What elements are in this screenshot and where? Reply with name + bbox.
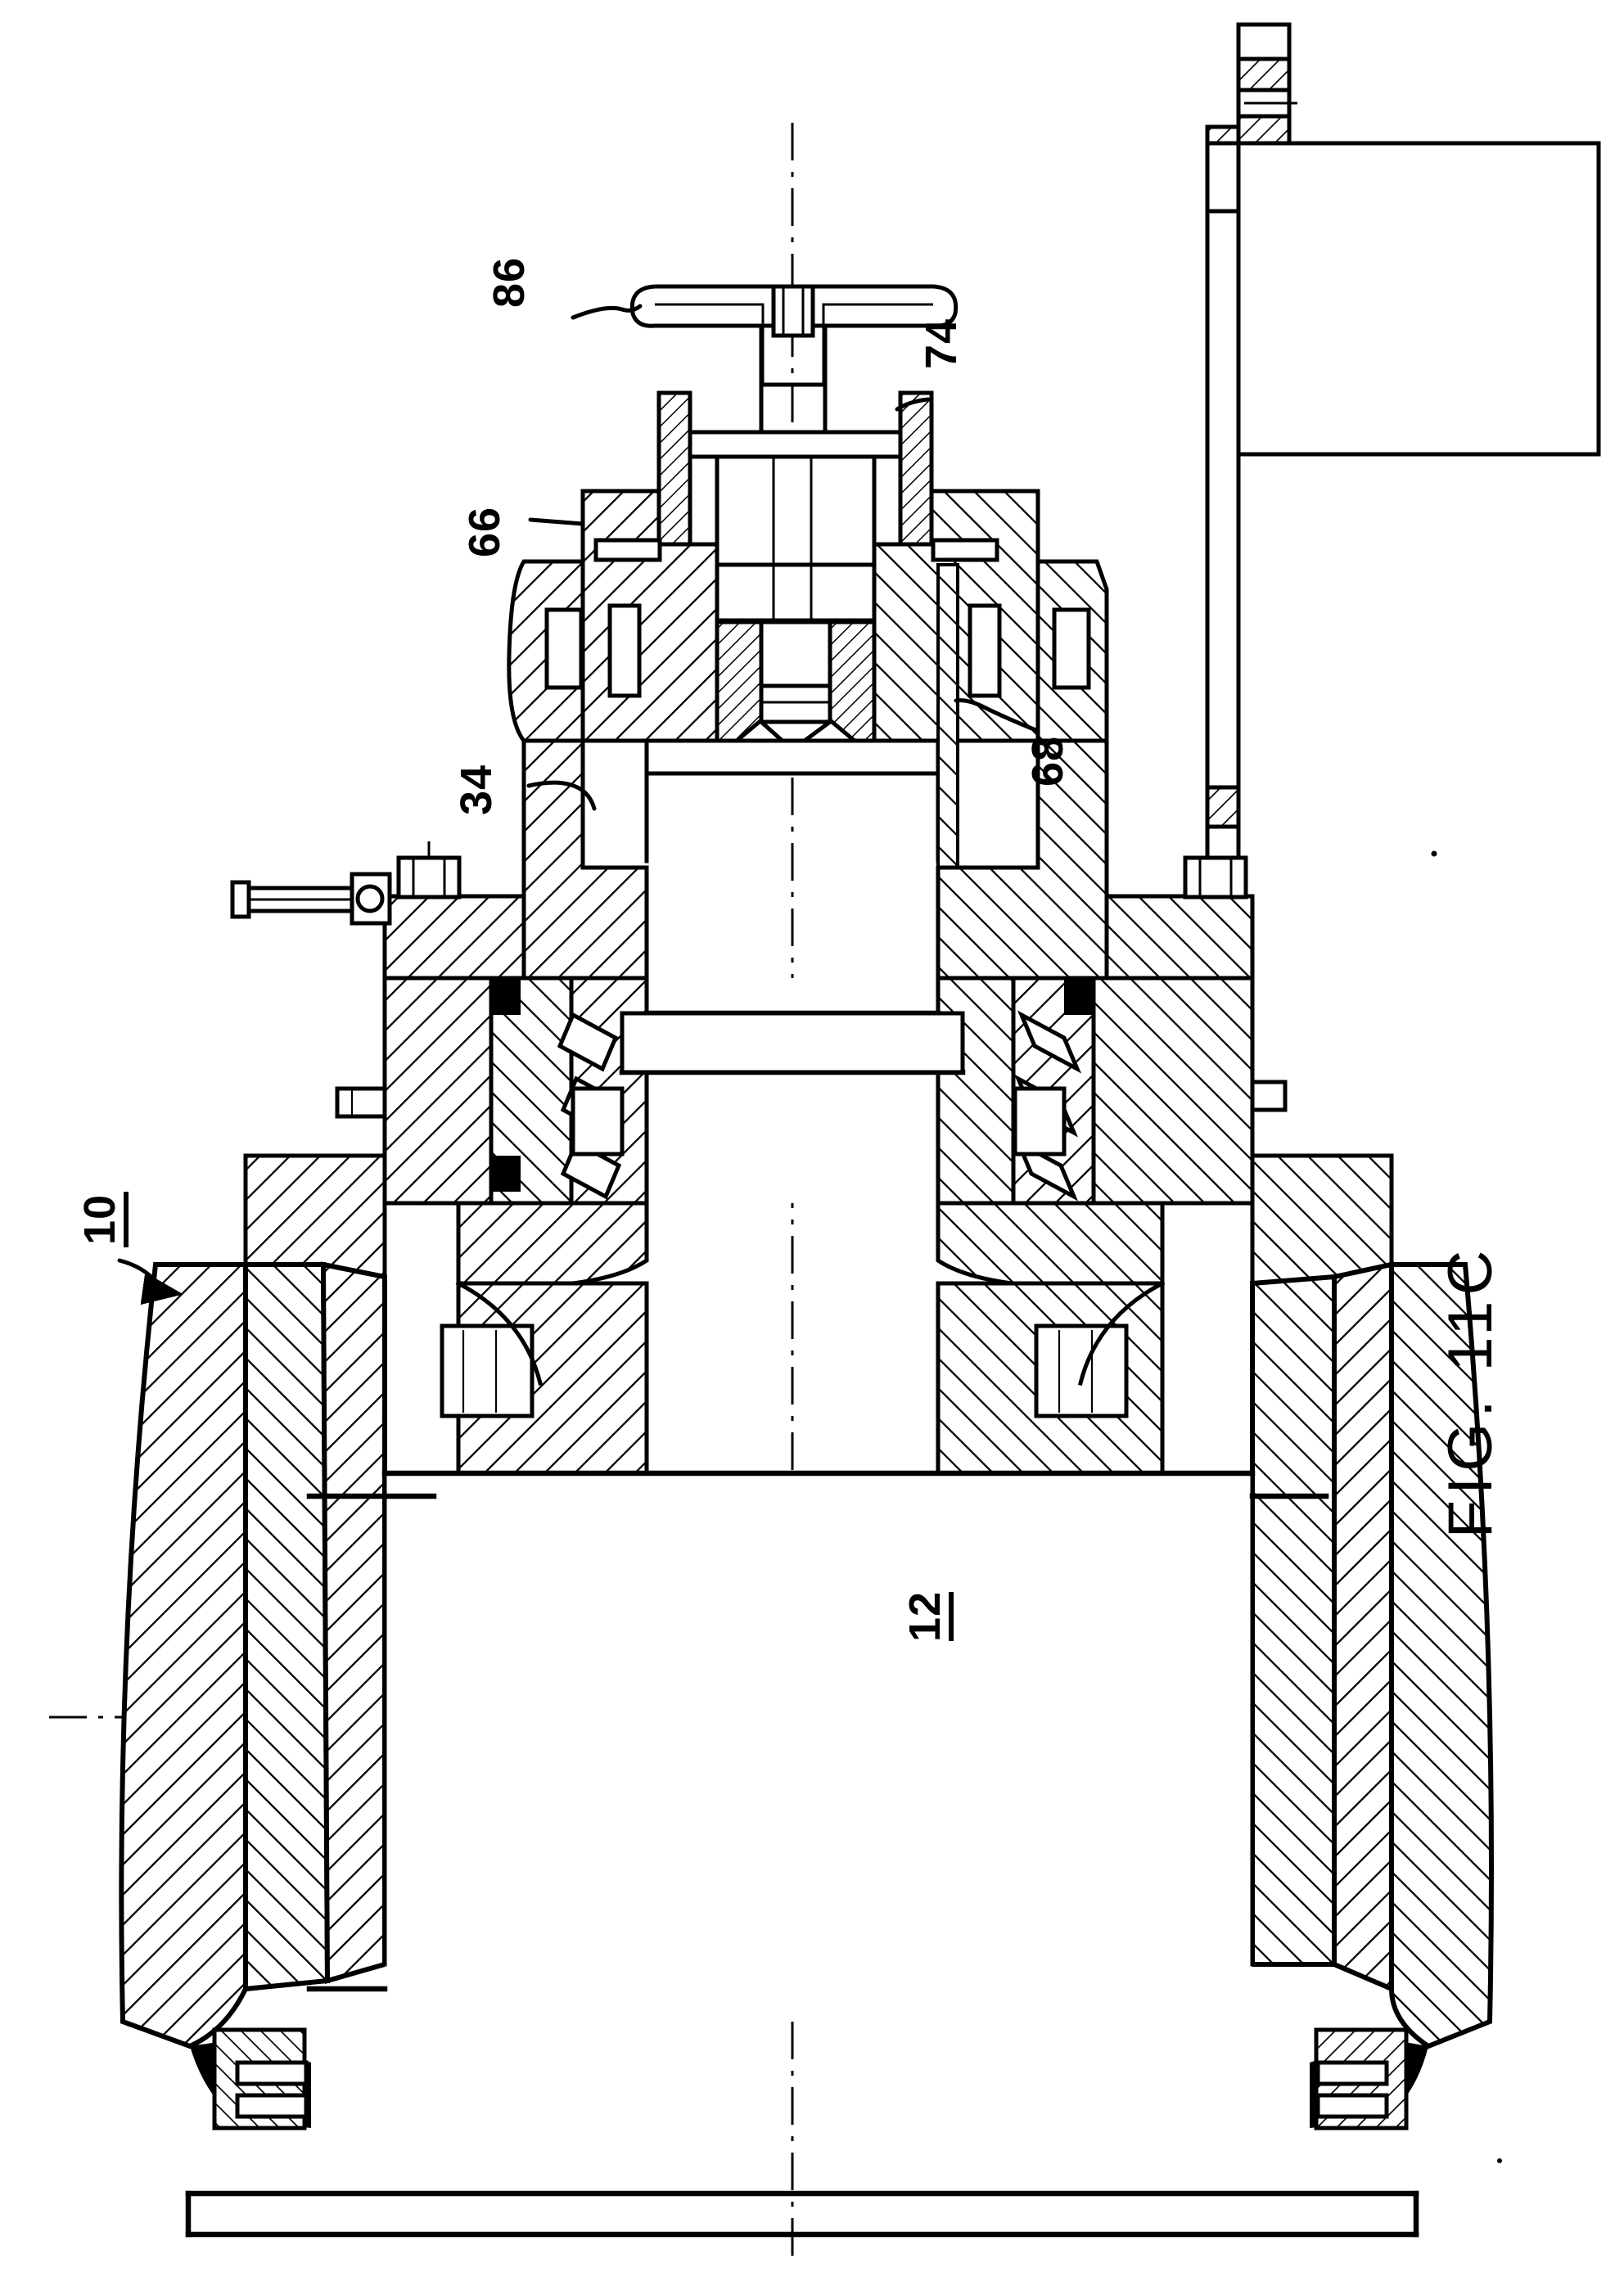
figure-label: FIG. 11C — [1436, 1245, 1505, 1539]
bonnet-shoulder-hole-left — [544, 607, 584, 690]
bowl-outer-wall-left — [119, 1262, 248, 2049]
side-mounted-block — [1190, 22, 1601, 952]
bonnet-shoulder-hole-right — [1052, 607, 1091, 690]
hex-bolt-right — [1183, 855, 1248, 900]
handwheel-assembly — [629, 284, 959, 444]
bearing-assembly — [382, 976, 1255, 1206]
packing-sleeve — [936, 563, 959, 894]
handwheel-collar — [771, 284, 815, 338]
hex-bolt-left — [396, 855, 462, 900]
handwheel-hub — [759, 323, 828, 387]
stem-nut-assembly — [656, 390, 934, 652]
leader-68 — [954, 698, 1040, 733]
bonnet-bore-right — [968, 603, 1002, 698]
stem-packing-assembly — [644, 563, 959, 894]
yoke-stud-left — [656, 390, 692, 547]
flange-plate-right — [1104, 894, 1255, 981]
bore-shoulder — [620, 1011, 965, 1075]
seal-block-left-upper — [489, 979, 521, 1015]
bottom-seal-detail-right — [1310, 2027, 1428, 2130]
block-lower-lug — [1205, 785, 1241, 829]
roller-bearing-stack-left — [557, 1012, 625, 1200]
bearing-cage-right — [1013, 1086, 1067, 1157]
numeral-68: 68 — [1023, 736, 1072, 787]
bonnet-bolt-slot-right — [931, 538, 999, 562]
stud-upper-shank — [1236, 56, 1292, 92]
leader-34 — [526, 780, 597, 811]
numeral-74-text: 74 — [917, 318, 966, 369]
numeral-74: 74 — [917, 318, 966, 369]
bottom-groove-left-b — [235, 2093, 309, 2119]
lower-capscrew-left — [440, 1323, 535, 1418]
numeral-12: 12 — [900, 1591, 954, 1642]
stem-nut-body — [715, 454, 877, 623]
numeral-12-text: 12 — [900, 1591, 950, 1642]
bonnet-bolt-slot-left — [593, 538, 662, 562]
scan-artifacts — [1431, 850, 1502, 2163]
figure-label-text: FIG. 11C — [1436, 1245, 1505, 1539]
bonnet-bore-left — [607, 603, 642, 698]
leader-74 — [895, 397, 931, 412]
bottom-seal-detail-left — [190, 2027, 311, 2130]
leader-66 — [528, 517, 585, 526]
mount-lug — [1205, 124, 1241, 146]
bottom-groove-left-a — [235, 2060, 309, 2086]
numeral-86: 86 — [485, 257, 534, 308]
reference-numeral-labels: 86 74 66 68 34 10 12 — [75, 257, 1072, 1642]
handwheel-rim — [629, 284, 959, 328]
bottom-groove-right-b — [1315, 2093, 1389, 2119]
stud-head — [1236, 22, 1292, 61]
block-body — [1236, 141, 1601, 457]
leader-lines — [117, 304, 1040, 1305]
screw-boss-bore — [355, 884, 385, 913]
bowl-inner-wall-right — [1332, 1261, 1394, 1993]
side-set-screw — [230, 872, 392, 926]
bowl-cavity — [385, 1473, 1252, 2013]
roller-l1 — [557, 1012, 619, 1072]
mid-body-skirt — [243, 1153, 1394, 1476]
numeral-66-text: 66 — [460, 507, 509, 557]
lower-capscrew-right — [1034, 1323, 1129, 1418]
seal-block-left-lower — [489, 1156, 521, 1192]
gland-thread-right — [828, 620, 877, 743]
numeral-66: 66 — [460, 507, 509, 557]
bowl-outer-wall-right — [1389, 1262, 1494, 2049]
screw-head — [230, 880, 251, 919]
numeral-68-text: 68 — [1023, 736, 1072, 787]
numeral-10-text: 10 — [75, 1194, 124, 1245]
numeral-86-text: 86 — [485, 257, 534, 308]
roller-bearing-stack-right — [1013, 1010, 1082, 1202]
base-plate-ends — [185, 2190, 1419, 2238]
yoke-top-plate — [687, 430, 904, 459]
stem-pin — [759, 683, 832, 724]
bowl-inner-wall-left — [243, 1262, 331, 1992]
bowl-mid-wall-left — [320, 1261, 387, 1984]
roller-r1 — [1017, 1010, 1082, 1074]
ink-dot-1 — [1431, 850, 1437, 857]
lower-bowl-housing — [119, 1261, 1494, 2238]
outer-flange-right — [1250, 1153, 1394, 1286]
packing-retainer-plate — [644, 738, 941, 776]
bowl-mid-wall-right — [1250, 1274, 1337, 1967]
bearing-cage-left — [571, 1086, 625, 1157]
ink-dot-2 — [1497, 2158, 1502, 2163]
fillet-right — [1077, 1280, 1166, 1386]
numeral-10: 10 — [75, 1192, 129, 1247]
bonnet-assembly — [507, 489, 1109, 743]
numeral-34: 34 — [452, 764, 501, 815]
flange-plate-left — [382, 894, 526, 981]
fillet-left — [455, 1280, 544, 1386]
leader-86 — [571, 304, 643, 320]
gland-thread-left — [715, 620, 764, 743]
seal-block-right-upper — [1064, 979, 1095, 1015]
numeral-34-text: 34 — [452, 764, 501, 815]
leader-10-arrow — [117, 1258, 183, 1305]
bottom-groove-right-a — [1315, 2060, 1389, 2086]
yoke-stud-right — [898, 390, 934, 547]
